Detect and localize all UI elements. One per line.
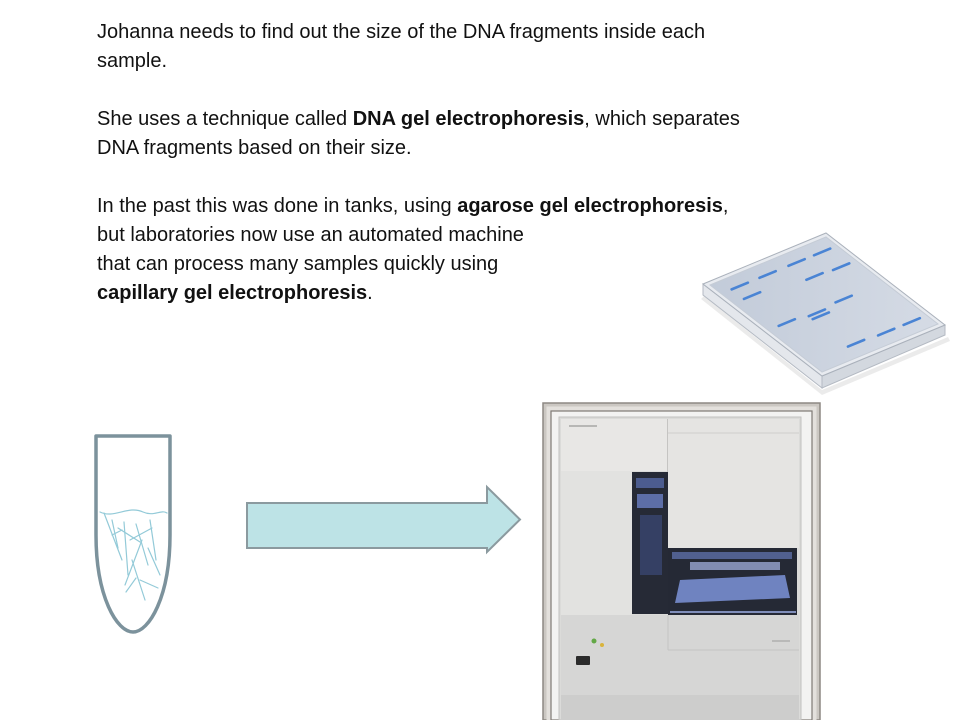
dna-band: [806, 273, 822, 280]
key-term: DNA gel electrophoresis: [352, 108, 585, 130]
dna-band: [833, 263, 849, 270]
dna-band: [836, 296, 852, 303]
gel-well: [759, 271, 775, 278]
machine-power-switch: [576, 656, 590, 665]
text-segment: .: [367, 282, 373, 304]
paragraph-history: In the past this was done in tanks, usin…: [97, 192, 740, 308]
key-term: capillary gel electrophoresis: [97, 282, 368, 304]
dna-fragment: [131, 559, 146, 601]
machine-interior-light: [690, 562, 780, 570]
text-line: Johanna needs to find out the size of th…: [97, 21, 706, 43]
dna-band: [848, 340, 864, 347]
arrow-right-icon: [246, 484, 522, 555]
dna-fragment: [147, 547, 161, 576]
dna-band: [809, 309, 825, 316]
gel-well: [732, 283, 748, 290]
text-line: but laboratories now use an automated ma…: [97, 224, 524, 246]
text-line: She uses a technique called DNA gel elec…: [97, 105, 740, 134]
machine-sample-tray: [675, 575, 790, 603]
dna-fragment: [135, 523, 149, 566]
text-segment: ,: [722, 195, 729, 217]
paragraph-task: Johanna needs to find out the size of th…: [97, 18, 740, 76]
dna-fragment: [125, 577, 137, 593]
machine-interior-light: [636, 478, 664, 488]
paragraph-technique: She uses a technique called DNA gel elec…: [97, 105, 740, 163]
dna-fragment: [111, 529, 123, 536]
dna-band: [904, 318, 920, 325]
text-line: In the past this was done in tanks, usin…: [97, 192, 740, 221]
machine-top-left-panel: [561, 419, 667, 471]
dna-band: [744, 292, 760, 299]
sequencer-machine-icon: [542, 402, 821, 720]
machine-label-marking: [569, 425, 597, 427]
sample-surface-line: [99, 509, 168, 515]
text-line: DNA fragments based on their size.: [97, 137, 412, 159]
text-segment: , which separates: [584, 108, 740, 130]
dna-fragment: [139, 579, 159, 589]
machine-label-marking: [772, 640, 790, 642]
dna-band: [813, 312, 829, 319]
key-term: agarose gel electrophoresis: [457, 195, 723, 217]
machine-interior-light: [640, 515, 662, 575]
machine-left-column: [561, 471, 632, 615]
text-segment: In the past this was done in tanks, usin…: [97, 195, 458, 217]
machine-top-right-panel: [668, 419, 799, 548]
dna-band: [878, 329, 894, 336]
text-line: that can process many samples quickly us…: [97, 253, 499, 275]
status-light-yellow: [600, 643, 604, 647]
gel-slab-icon: [701, 232, 950, 395]
machine-base: [561, 695, 799, 720]
text-segment: She uses a technique called: [97, 108, 353, 130]
status-light-green: [591, 638, 597, 644]
dna-fragment: [123, 521, 129, 576]
dna-band: [779, 319, 795, 326]
gel-well: [814, 249, 830, 256]
machine-interior-light: [637, 494, 663, 508]
dna-fragment: [124, 539, 143, 586]
dna-fragment: [149, 519, 157, 561]
gel-surface: [710, 237, 938, 372]
machine-interior-light: [672, 552, 792, 559]
text-line: capillary gel electrophoresis.: [97, 279, 740, 308]
sample-tube-icon: [94, 434, 172, 634]
dna-fragment: [129, 527, 153, 541]
dna-fragments: [99, 509, 168, 601]
gel-well: [788, 259, 804, 266]
slide-text: Johanna needs to find out the size of th…: [97, 18, 740, 308]
text-line: sample.: [97, 50, 168, 72]
tube-outline: [94, 434, 172, 634]
dna-fragment: [103, 512, 123, 561]
